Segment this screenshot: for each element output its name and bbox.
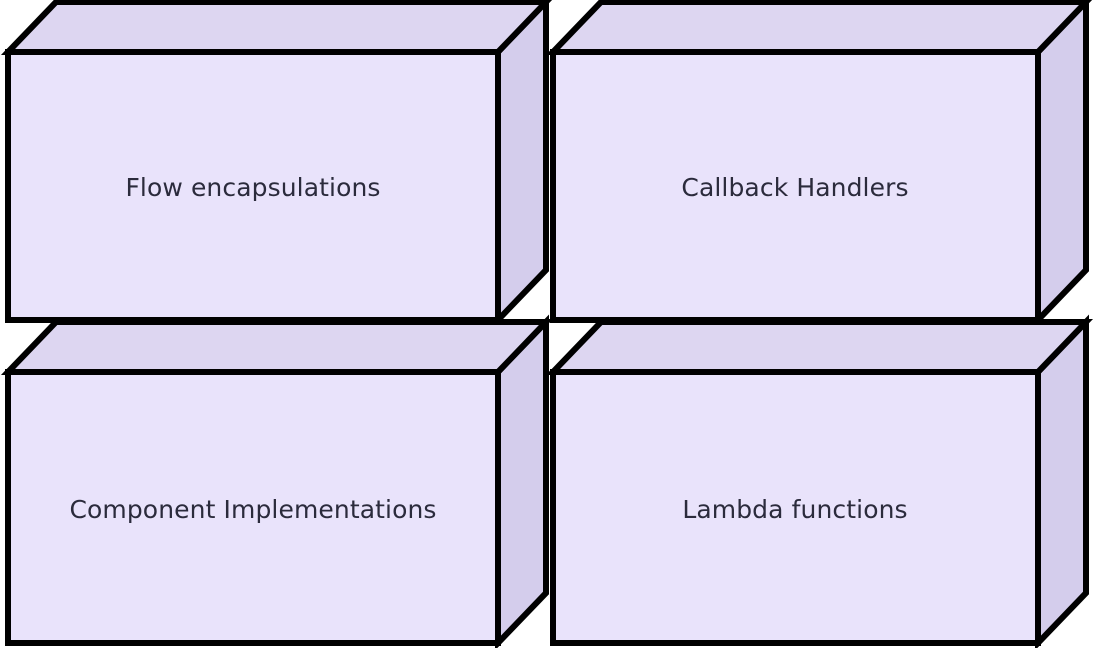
box-flow-encapsulations-front-face (5, 49, 501, 323)
box-flow-encapsulations-side-face (495, 0, 549, 328)
box-component-implementations[interactable]: Component Implementations (0, 314, 554, 648)
box-lambda-functions-label: Lambda functions (682, 495, 907, 524)
box-callback-handlers[interactable]: Callback Handlers (545, 0, 1093, 328)
box-callback-handlers-front-face (550, 49, 1041, 323)
box-lambda-functions[interactable]: Lambda functions (545, 314, 1094, 648)
box-component-implementations-label: Component Implementations (69, 495, 436, 524)
box-component-implementations-front-face (5, 369, 501, 646)
box-callback-handlers-side-face (1035, 0, 1089, 328)
box-lambda-functions-front-face (550, 369, 1041, 646)
box-callback-handlers-top-face (545, 0, 1093, 55)
box-flow-encapsulations-top-face (0, 0, 553, 55)
box-lambda-functions-top-face (545, 319, 1094, 375)
box-component-implementations-top-face (0, 319, 554, 375)
box-flow-encapsulations-label: Flow encapsulations (125, 173, 380, 202)
box-component-implementations-side-face (495, 314, 549, 648)
box-callback-handlers-label: Callback Handlers (681, 173, 908, 202)
box-lambda-functions-side-face (1035, 314, 1089, 648)
box-flow-encapsulations[interactable]: Flow encapsulations (0, 0, 553, 328)
